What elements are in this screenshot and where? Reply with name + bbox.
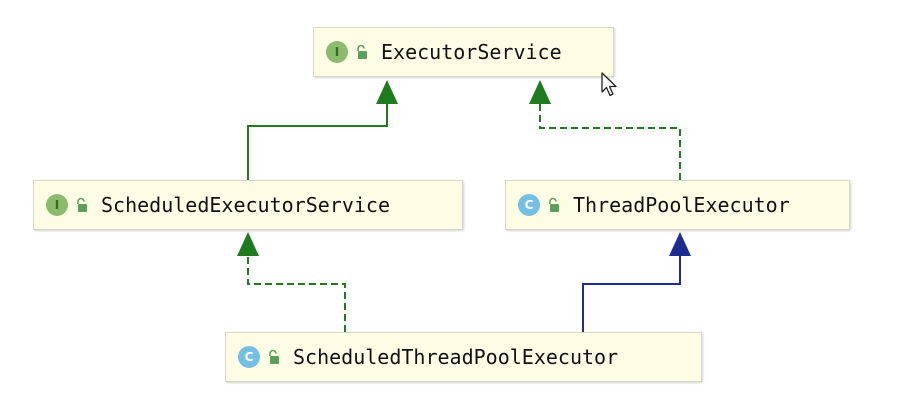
edge-scheduled-executor-service-to-executor-service (247, 104, 388, 180)
arrowhead-executor-service-left (376, 80, 398, 104)
lock-open-icon (269, 349, 279, 364)
node-label: ExecutorService (381, 40, 562, 64)
interface-icon: I (326, 41, 348, 63)
node-thread-pool-executor[interactable]: C ThreadPoolExecutor (505, 180, 850, 230)
mouse-cursor-icon (601, 72, 617, 97)
edge-thread-pool-executor-to-executor-service (539, 104, 681, 180)
arrowhead-scheduled-executor-service (237, 232, 259, 256)
node-scheduled-executor-service[interactable]: I ScheduledExecutorService (33, 180, 463, 230)
class-icon: C (518, 194, 540, 216)
node-executor-service[interactable]: I ExecutorService (313, 27, 614, 77)
lock-open-icon (549, 197, 559, 212)
edge-scheduled-thread-pool-executor-to-thread-pool-executor (582, 256, 681, 332)
lock-open-icon (357, 44, 367, 59)
class-icon: C (238, 346, 260, 368)
node-label: ScheduledThreadPoolExecutor (293, 345, 619, 369)
arrowhead-executor-service-right (529, 80, 551, 104)
edge-scheduled-thread-pool-executor-to-scheduled-executor-service (247, 256, 346, 332)
lock-open-icon (77, 197, 87, 212)
arrowhead-thread-pool-executor (669, 232, 691, 256)
interface-icon: I (46, 194, 68, 216)
node-scheduled-thread-pool-executor[interactable]: C ScheduledThreadPoolExecutor (225, 332, 702, 382)
node-label: ThreadPoolExecutor (573, 193, 790, 217)
node-label: ScheduledExecutorService (101, 193, 390, 217)
